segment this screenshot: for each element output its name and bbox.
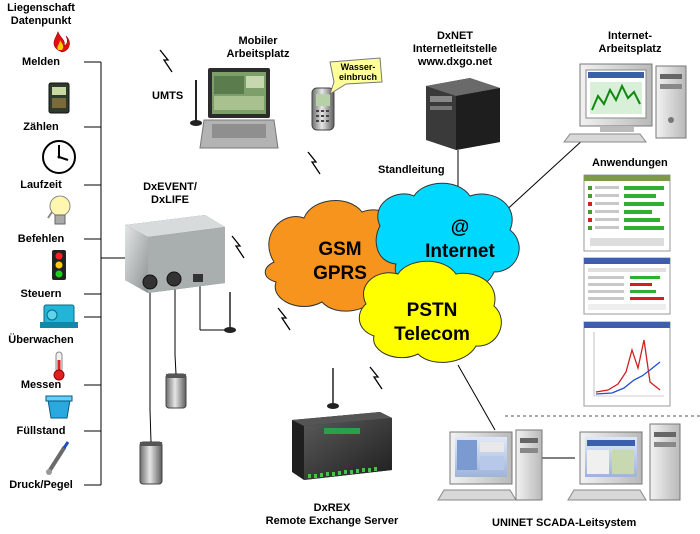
- dxevent-antenna-icon: [224, 292, 236, 333]
- dxnet-label-line1: DxNET: [436, 30, 474, 42]
- pstn-cloud-label: PSTN: [407, 300, 458, 321]
- sidebar-bracket: [84, 61, 125, 486]
- meter-icon: [48, 82, 70, 114]
- dxevent-label-line1: DxEVENT/: [143, 181, 197, 193]
- pstn-cloud: [358, 260, 502, 363]
- app-screenshot-status: [583, 174, 671, 252]
- desktop-computer-icon: [563, 63, 687, 143]
- wireless-signal-icon: [159, 49, 383, 390]
- internet-workplace-line1: Internet-: [608, 30, 652, 42]
- sidebar-item-laufzeit: Laufzeit: [20, 179, 62, 191]
- standleitung-label: Standleitung: [378, 164, 445, 176]
- mobile-label-line2: Arbeitsplatz: [226, 48, 290, 60]
- sidebar-item-fuellstand: Füllstand: [16, 425, 66, 437]
- tank-icon: [45, 395, 73, 419]
- dxrex-label: DxREX Remote Exchange Server: [252, 502, 412, 528]
- anwendungen-label: Anwendungen: [592, 157, 668, 169]
- scada-computer-2-icon: [567, 423, 681, 501]
- traffic-light-icon: [52, 250, 66, 280]
- internet-at-symbol: @: [451, 217, 470, 238]
- umts-label: UMTS: [152, 90, 184, 102]
- dxrex-label-line2: Remote Exchange Server: [265, 515, 399, 527]
- internet-cloud-label: Internet: [425, 241, 495, 262]
- sidebar-item-melden: Melden: [22, 56, 60, 68]
- dxnet-label-line3: www.dxgo.net: [417, 56, 493, 68]
- dxnet-label-line2: Internetleitstelle: [412, 43, 498, 55]
- sidebar-item-ueberwachen: Überwachen: [8, 334, 74, 346]
- phone-icon: [311, 87, 335, 131]
- server-icon: [426, 78, 500, 150]
- header-line1: Liegenschaft: [7, 2, 75, 14]
- alarm-speech-bubble: [329, 57, 383, 96]
- dxevent-label: DxEVENT/ DxLIFE: [130, 181, 210, 207]
- pump-icon: [40, 304, 78, 328]
- phone-bubble-line1: Wasser-: [341, 62, 376, 72]
- app-screenshot-trend-chart: [583, 321, 671, 407]
- gsm-cloud-label: GSM: [318, 239, 361, 260]
- thermometer-icon: [53, 351, 65, 381]
- scada-computer-icon: [437, 429, 543, 501]
- dxevent-device-icon: [125, 215, 225, 293]
- uninet-label: UNINET SCADA-Leitsystem: [492, 517, 637, 529]
- header-line2: Datenpunkt: [10, 15, 72, 27]
- mobile-label-line1: Mobiler: [238, 35, 278, 47]
- phone-bubble-line2: einbruch: [339, 72, 377, 82]
- telecom-cloud-label: Telecom: [394, 324, 470, 345]
- sidebar-item-zaehlen: Zählen: [23, 121, 59, 133]
- internet-workplace-label: Internet- Arbeitsplatz: [590, 30, 670, 56]
- sensor-probe-icon: [139, 354, 187, 485]
- antenna-icon: [190, 80, 202, 126]
- dxevent-label-line2: DxLIFE: [151, 194, 189, 206]
- sidebar-item-steuern: Steuern: [20, 288, 62, 300]
- dxnet-label: DxNET Internetleitstelle www.dxgo.net: [400, 30, 510, 69]
- clock-icon: [42, 140, 76, 174]
- internet-workplace-line2: Arbeitsplatz: [598, 43, 662, 55]
- dxrex-label-line1: DxREX: [313, 502, 351, 514]
- sidebar-item-messen: Messen: [20, 379, 62, 391]
- laptop-icon: [199, 68, 279, 149]
- gprs-cloud-label: GPRS: [313, 263, 367, 284]
- mobile-workplace-label: Mobiler Arbeitsplatz: [218, 35, 298, 61]
- flame-icon: [53, 31, 70, 53]
- lightbulb-icon: [47, 195, 71, 225]
- dxrex-antenna-icon: [327, 368, 339, 409]
- app-screenshot-table: [583, 257, 671, 315]
- dxrex-device-icon: [292, 412, 392, 480]
- sidebar-item-befehlen: Befehlen: [17, 233, 65, 245]
- probe-icon: [46, 441, 70, 475]
- sidebar-item-druck-pegel: Druck/Pegel: [9, 479, 73, 491]
